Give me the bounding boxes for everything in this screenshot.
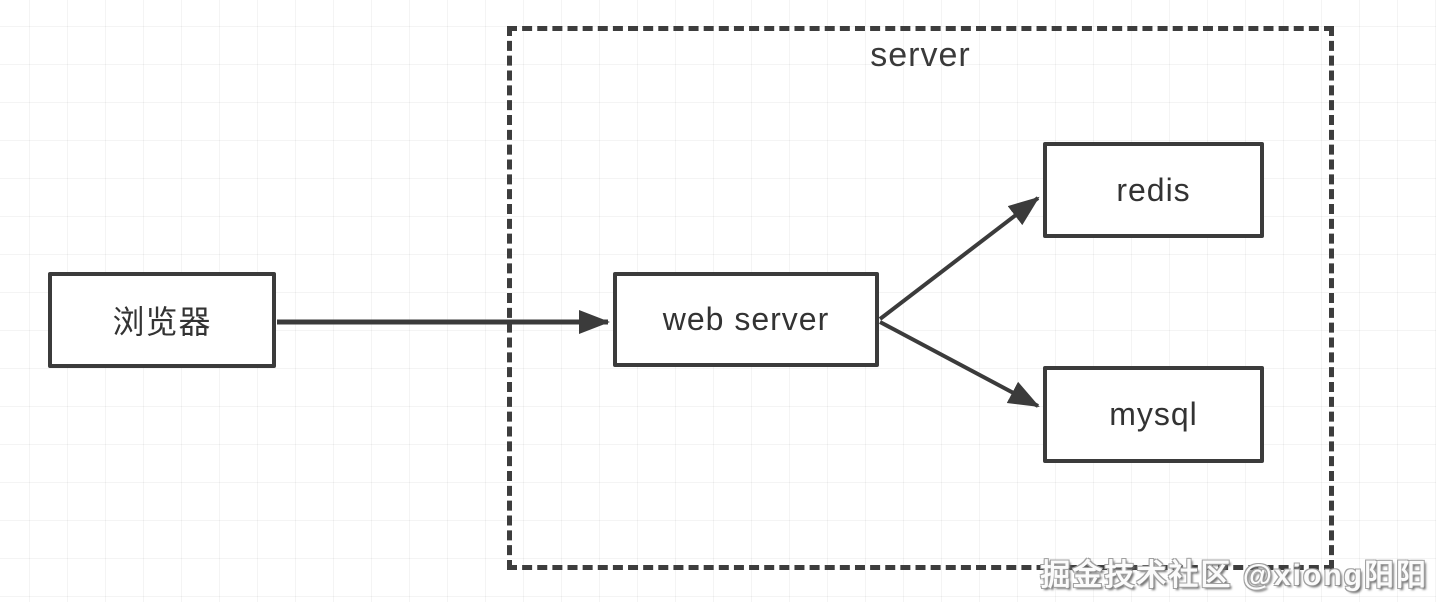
node-mysql: mysql bbox=[1043, 366, 1264, 463]
node-redis-label: redis bbox=[1116, 171, 1191, 208]
node-browser: 浏览器 bbox=[48, 272, 276, 368]
server-group-box bbox=[507, 26, 1334, 570]
node-browser-label: 浏览器 bbox=[112, 304, 212, 340]
server-group-label: server bbox=[870, 36, 971, 74]
node-web-server: web server bbox=[613, 272, 879, 367]
node-redis: redis bbox=[1043, 142, 1264, 238]
node-mysql-label: mysql bbox=[1109, 396, 1198, 432]
node-web-server-label: web server bbox=[662, 301, 830, 337]
watermark: 掘金技术社区 @xiong阳阳 bbox=[1040, 559, 1428, 592]
